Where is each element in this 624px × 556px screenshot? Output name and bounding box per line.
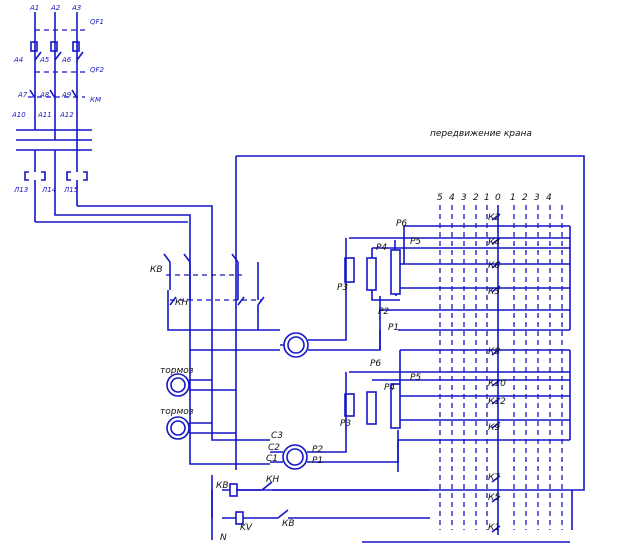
pos-0: 0: [495, 193, 501, 203]
label-a3: A3: [71, 4, 81, 12]
pos-4-left: 4: [449, 193, 455, 203]
label-a11: A11: [37, 111, 52, 119]
contact-k3: К3: [488, 287, 500, 297]
label-fuse-1: Л13: [13, 186, 28, 194]
label-a6: A6: [61, 56, 72, 64]
label-bottom-kh: КН: [266, 475, 279, 485]
pos-1-left: 1: [484, 193, 490, 203]
label-lower-p3: P3: [340, 419, 351, 429]
label-kv-coil: KV: [240, 523, 253, 533]
label-kv-contactor: КВ: [150, 265, 163, 275]
contact-k6: К6: [488, 261, 500, 271]
pos-3-left: 3: [461, 193, 467, 203]
label-c3: C3: [271, 431, 283, 441]
label-upper-p2: P2: [378, 307, 389, 317]
label-kn-contactor: КН: [175, 298, 188, 308]
lower-resistor-bank: P6 P5 P4 P3: [340, 349, 570, 441]
label-a4: A4: [13, 56, 23, 64]
label-lower-p4: P4: [384, 383, 395, 393]
contact-k7: К7: [488, 473, 500, 483]
label-p2-motor: P2: [312, 445, 323, 455]
label-fuse-3: Л15: [63, 186, 79, 194]
label-upper-p1: P1: [388, 323, 399, 333]
label-upper-p3: P3: [337, 283, 348, 293]
label-fuse-2: Л14: [41, 186, 56, 194]
pos-5-left: 5: [437, 193, 443, 203]
label-upper-p4: P4: [376, 243, 387, 253]
label-a5: A5: [39, 56, 50, 64]
pos-3-right: 3: [534, 193, 540, 203]
label-a10: A10: [11, 111, 26, 119]
label-bottom-kv2: КВ: [282, 519, 295, 529]
label-upper-p5: P5: [410, 237, 421, 247]
label-a12: A12: [59, 111, 74, 119]
pos-2-left: 2: [473, 193, 479, 203]
label-upper-p6: P6: [396, 219, 407, 229]
upper-motor: [280, 238, 381, 358]
label-a1: A1: [29, 4, 39, 12]
pos-4-right: 4: [546, 193, 552, 203]
label-a7: A7: [17, 91, 28, 99]
label-c1: C1: [266, 454, 278, 464]
label-c2: C2: [268, 443, 280, 453]
label-neutral: N: [220, 533, 227, 543]
label-p1-motor: P1: [312, 456, 323, 466]
control-circuit: КВ КН КВ KV N: [211, 475, 430, 543]
contact-k5: К5: [488, 493, 500, 503]
brake-1: тормоз: [160, 366, 236, 397]
label-qf1: QF1: [90, 18, 104, 26]
label-brake-1: тормоз: [160, 366, 194, 376]
brake-2: тормоз: [160, 407, 236, 440]
contact-k9: К9: [488, 423, 500, 433]
label-km: КМ: [90, 96, 101, 104]
label-lower-p6: P6: [370, 359, 381, 369]
contact-k4: К4: [488, 238, 500, 248]
label-brake-2: тормоз: [160, 407, 194, 417]
contact-k12: К12: [488, 397, 506, 407]
label-lower-p5: P5: [410, 373, 421, 383]
pos-1-right: 1: [510, 193, 516, 203]
contact-k8: К8: [488, 347, 500, 357]
upper-resistor-bank: P6 P5 P4 P3 P2 P1: [337, 219, 570, 333]
contact-k2: К2: [488, 213, 500, 223]
label-bottom-kv: КВ: [216, 481, 229, 491]
diagram-title: передвижение крана: [430, 129, 532, 139]
contact-k1: К1: [488, 523, 500, 533]
pos-2-right: 2: [522, 193, 528, 203]
label-qf2: QF2: [90, 66, 105, 74]
label-a9: A9: [61, 91, 72, 99]
contact-k10: К10: [488, 379, 506, 389]
power-supply-section: A1 A2 A3 QF1 A4 A5 A6 QF2 A7 A8 A9 КМ A1…: [11, 4, 105, 222]
label-a2: A2: [50, 4, 61, 12]
lower-motor: C3 C2 C1 P2 P1: [266, 372, 399, 470]
label-a8: A8: [39, 91, 50, 99]
controller-drum: 5 4 3 2 1 0 1 2 3 4 К2 К4 К6 К3 К8 К10 К…: [362, 193, 573, 543]
